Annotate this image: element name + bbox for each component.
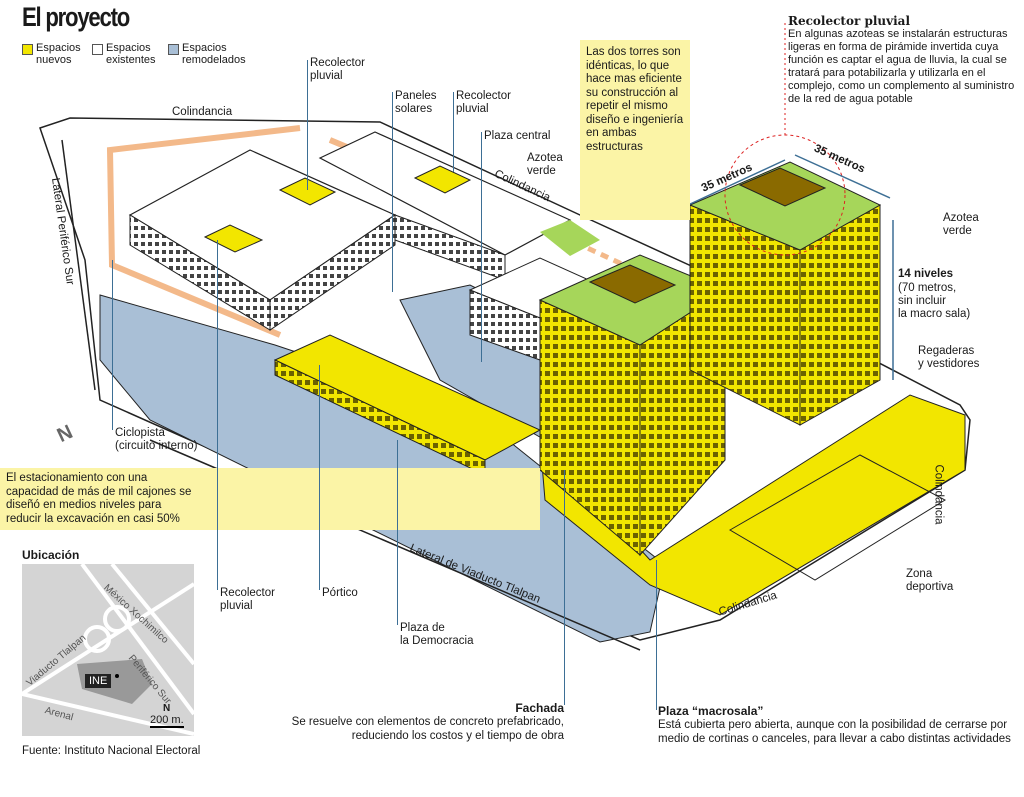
label-regaderas: Regaderas y vestidores — [918, 345, 980, 370]
leader-line — [481, 132, 483, 362]
legend-swatch — [22, 44, 33, 55]
label-recolector-top: Recolector pluvial — [310, 57, 365, 82]
leader-line — [564, 470, 566, 705]
label-zona-deportiva: Zona deportiva — [906, 568, 954, 593]
rain-collector-2 — [203, 224, 264, 253]
legend-remodeled: Espacios remodelados — [168, 42, 246, 66]
tower-1-collector — [588, 264, 677, 304]
rain-collector-3 — [413, 165, 472, 194]
leader-line — [319, 365, 321, 590]
legend-swatch — [168, 44, 179, 55]
location-map — [22, 564, 194, 736]
leader-line — [453, 92, 455, 172]
rain-collector-1 — [278, 177, 337, 206]
legend-label: Espacios nuevos — [36, 42, 81, 66]
label-recolector-bottom: Recolector pluvial — [220, 587, 275, 612]
existing-building-left-facade-r — [269, 214, 396, 331]
sports-court — [729, 454, 947, 581]
legend-label: Espacios existentes — [106, 42, 156, 66]
legend-swatch — [92, 44, 103, 55]
periferico-road — [61, 139, 96, 391]
map-marker-ine: INE — [85, 674, 112, 688]
fachada-title: Fachada — [515, 701, 564, 715]
leader-line — [656, 560, 658, 710]
label-portico: Pórtico — [322, 587, 358, 599]
legend-new: Espacios nuevos — [22, 42, 81, 66]
leader-line — [397, 440, 399, 625]
label-paneles: Paneles solares — [395, 90, 437, 115]
legend-existing: Espacios existentes — [92, 42, 156, 66]
map-scale: 200 m. — [150, 714, 184, 728]
leader-line — [217, 240, 219, 590]
fachada-info: Fachada Se resuelve con elementos de con… — [290, 701, 564, 743]
macrosala-text: Está cubierta pero abierta, aunque con l… — [658, 719, 1011, 745]
source-note: Fuente: Instituto Nacional Electoral — [22, 745, 201, 757]
recolector-info-text: En algunas azoteas se instalarán estruct… — [788, 28, 1015, 105]
label-plaza-democracia: Plaza de la Democracia — [400, 622, 474, 647]
towers-note: Las dos torres son idénticas, lo que hac… — [580, 40, 690, 220]
leader-line — [307, 60, 309, 190]
macrosala-info: Plaza “macrosala” Está cubierta pero abi… — [658, 704, 1024, 746]
leader-line — [392, 92, 394, 292]
map-street-xochimilco — [110, 564, 194, 666]
label-azotea-verde-2: Azotea verde — [943, 212, 979, 237]
legend-label: Espacios remodelados — [182, 42, 246, 66]
recolector-info: Recolector pluvial En algunas azoteas se… — [788, 14, 1024, 106]
macrosala-platform — [539, 394, 966, 616]
label-niveles-title: 14 niveles — [898, 268, 953, 280]
label-recolector-mid: Recolector pluvial — [456, 90, 511, 115]
tower-2-collector — [738, 167, 827, 207]
parking-note: El estacionamiento con una capacidad de … — [0, 468, 540, 530]
dimension-width-b — [794, 154, 891, 199]
label-plaza-central: Plaza central — [484, 130, 551, 142]
macrosala-title: Plaza “macrosala” — [658, 704, 764, 718]
label-ciclopista: Ciclopista (circuito interno) — [115, 427, 198, 452]
leader-line — [112, 260, 114, 430]
fachada-text: Se resuelve con elementos de concreto pr… — [291, 716, 564, 742]
label-colindancia-top: Colindancia — [172, 106, 233, 118]
label-colindancia-right: Colindancia — [932, 464, 945, 525]
map-title: Ubicación — [22, 548, 80, 562]
label-niveles-text: (70 metros, sin incluir la macro sala) — [898, 282, 971, 320]
green-roof-existing — [540, 220, 600, 256]
page-title: El proyecto — [22, 2, 130, 32]
dimension-width-a — [687, 159, 786, 206]
map-street-periferico — [80, 564, 194, 716]
map-north-icon: N — [163, 703, 171, 714]
recolector-info-title: Recolector pluvial — [788, 14, 911, 28]
label-azotea-verde-1: Azotea verde — [527, 152, 563, 177]
